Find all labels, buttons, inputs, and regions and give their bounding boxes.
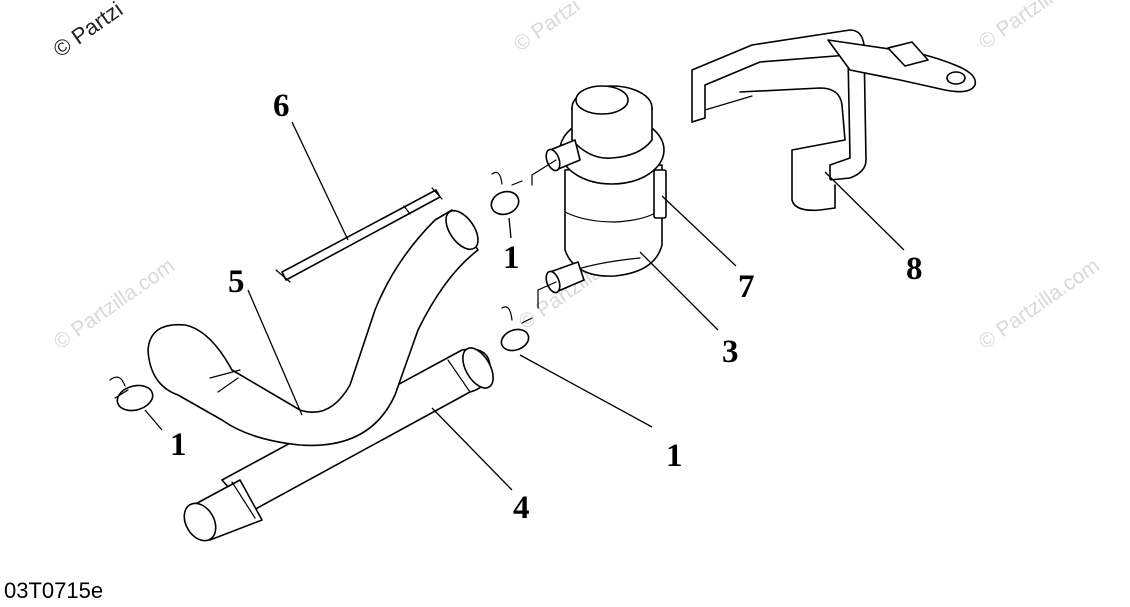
band-part — [653, 169, 667, 219]
callout-hose-straight: 4 — [513, 490, 530, 526]
callout-filter: 3 — [722, 334, 739, 370]
callout-clamp-lower: 1 — [666, 438, 683, 474]
drawing-code: 03T0715e — [4, 578, 104, 603]
clamp-left-part — [109, 376, 154, 412]
watermark-corner: © Partzi — [49, 0, 128, 62]
callout-hose-bent: 5 — [228, 264, 245, 300]
clamp-mid-part — [490, 171, 523, 216]
hose-bent-part — [147, 209, 479, 447]
watermark-mid-right: © Partzilla.com — [975, 254, 1104, 354]
callout-bracket: 8 — [906, 251, 923, 287]
leader-lines — [144, 121, 905, 491]
callout-band: 7 — [738, 269, 755, 305]
watermark-top-center: © Partzi — [510, 0, 585, 56]
callout-clamp-mid: 1 — [503, 240, 520, 276]
clamp-lower-part — [500, 306, 533, 352]
callout-pipe: 6 — [273, 88, 290, 124]
pipe-part — [275, 187, 443, 283]
callout-clamp-left: 1 — [170, 427, 187, 463]
watermark-top-right: © Partzilla.com — [975, 0, 1104, 54]
bracket-part — [691, 29, 977, 212]
filter-part — [531, 85, 665, 309]
